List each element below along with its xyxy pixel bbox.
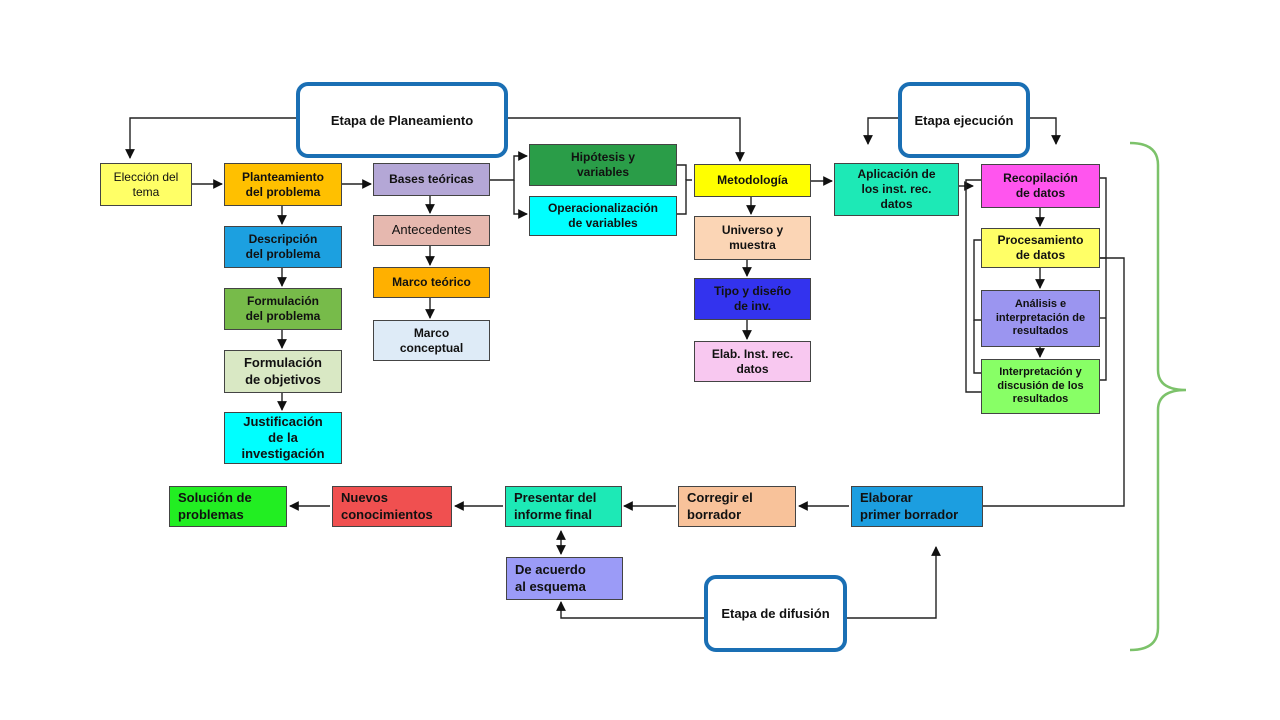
stage-planeamiento: Etapa de Planeamiento: [296, 82, 508, 158]
stage-planeamiento-label: Etapa de Planeamiento: [330, 112, 474, 128]
green-brace: [1129, 141, 1187, 652]
node-formulacion-objetivos: Formulación de objetivos: [224, 350, 342, 393]
node-planteamiento-problema: Planteamiento del problema: [224, 163, 342, 206]
node-justificacion: Justificación de la investigación: [224, 412, 342, 464]
node-elab-inst: Elab. Inst. rec. datos: [694, 341, 811, 382]
node-solucion-problemas: Solución de problemas: [169, 486, 287, 527]
node-interpretacion-discusion: Interpretación y discusión de los result…: [981, 359, 1100, 414]
node-antecedentes: Antecedentes: [373, 215, 490, 246]
stage-ejecucion: Etapa ejecución: [898, 82, 1030, 158]
connector-right-bracket-outer: [965, 179, 981, 393]
connector-difusion-elaborar: [845, 546, 941, 619]
node-de-acuerdo-esquema: De acuerdo al esquema: [506, 557, 623, 600]
connector-ejecucion-right: [1028, 117, 1061, 145]
connector-planeamiento-left: [125, 117, 298, 159]
node-nuevos-conocimientos: Nuevos conocimientos: [332, 486, 452, 527]
stage-difusion-label: Etapa de difusión: [721, 606, 830, 621]
connector-right-bracket-r-top: [1100, 177, 1107, 381]
node-operacionalizacion: Operacionalización de variables: [529, 196, 677, 236]
stage-ejecucion-label: Etapa ejecución: [914, 112, 1014, 128]
connector-procesamiento-elaborar: [983, 257, 1125, 507]
node-formulacion-problema: Formulación del problema: [224, 288, 342, 330]
node-hipotesis-variables: Hipótesis y variables: [529, 144, 677, 186]
node-procesamiento-datos: Procesamiento de datos: [981, 228, 1100, 268]
connector-bases-operacionalizacion: [513, 180, 528, 219]
connector-difusion-acuerdo: [556, 601, 706, 619]
node-elaborar-borrador: Elaborar primer borrador: [851, 486, 983, 527]
connector-ejecucion-left: [863, 117, 900, 145]
node-presentar-informe: Presentar del informe final: [505, 486, 622, 527]
connector-bases-hipotesis: [490, 151, 528, 181]
connector-hipotesis-metodologia: [677, 164, 687, 180]
node-universo-muestra: Universo y muestra: [694, 216, 811, 260]
connector-operacionalizacion-metodologia: [677, 179, 692, 215]
node-aplicacion-inst: Aplicación de los inst. rec. datos: [834, 163, 959, 216]
connector-right-bracket-inner-bottom: [973, 320, 981, 374]
node-bases-teoricas: Bases teóricas: [373, 163, 490, 196]
node-analisis-interpretacion: Análisis e interpretación de resultados: [981, 290, 1100, 347]
node-marco-conceptual: Marco conceptual: [373, 320, 490, 361]
node-marco-teorico: Marco teórico: [373, 267, 490, 298]
node-tipo-diseno: Tipo y diseño de inv.: [694, 278, 811, 320]
node-eleccion-tema: Elección del tema: [100, 163, 192, 206]
node-descripcion-problema: Descripción del problema: [224, 226, 342, 268]
node-corregir-borrador: Corregir el borrador: [678, 486, 796, 527]
connector-planeamiento-right: [506, 117, 745, 162]
node-metodologia: Metodología: [694, 164, 811, 197]
stage-difusion: Etapa de difusión: [704, 575, 847, 652]
node-recopilacion-datos: Recopilación de datos: [981, 164, 1100, 208]
connector-right-bracket-inner-top: [973, 239, 981, 321]
